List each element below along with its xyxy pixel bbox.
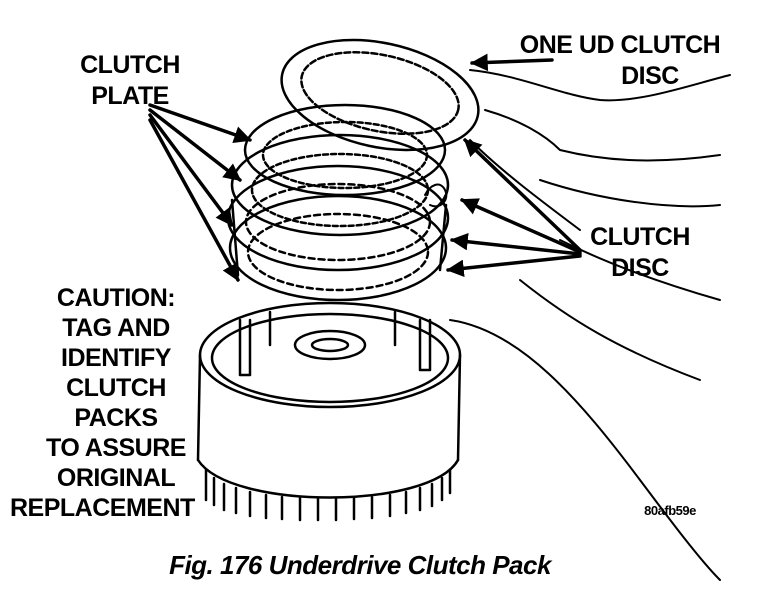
label-line: DISC xyxy=(621,62,679,90)
caution-line: IDENTIFY xyxy=(61,344,171,372)
figure-code: 80afb59e xyxy=(644,503,696,518)
clutch-disc-label: CLUTCH DISC xyxy=(570,222,710,284)
caution-line: PACKS xyxy=(74,404,158,432)
label-line: CLUTCH xyxy=(80,51,180,79)
arrow-clutch-disc-2 xyxy=(460,198,582,254)
arrow-clutch-disc-4 xyxy=(446,254,582,278)
caution-line: CAUTION: xyxy=(56,284,176,312)
arrow-clutch-disc-1 xyxy=(463,138,582,252)
caution-line: TO ASSURE xyxy=(46,434,186,462)
caution-line: TAG AND xyxy=(62,314,170,342)
ud-clutch-disc xyxy=(280,38,480,152)
clutch-stack xyxy=(226,103,450,302)
callout-arrows xyxy=(148,53,582,282)
one-ud-clutch-disc-label: ONE UD CLUTCH DISC xyxy=(470,30,768,92)
clutch-drum xyxy=(196,301,462,522)
caution-line: REPLACEMENT xyxy=(10,494,195,522)
arrow-one-ud-disc xyxy=(470,53,554,72)
caution-line: ORIGINAL xyxy=(56,464,176,492)
label-line: CLUTCH xyxy=(590,223,690,251)
arrow-clutch-plate-4 xyxy=(148,118,240,282)
arrow-clutch-plate-3 xyxy=(148,113,234,227)
arrow-clutch-plate-2 xyxy=(148,108,242,182)
caution-line: CLUTCH xyxy=(66,374,166,402)
clutch-plate-label: CLUTCH PLATE xyxy=(60,50,200,112)
label-line: PLATE xyxy=(91,82,169,110)
arrow-clutch-plate-1 xyxy=(148,103,252,144)
caution-note: CAUTION: TAG AND IDENTIFY CLUTCH PACKS T… xyxy=(0,283,232,523)
label-line: ONE UD CLUTCH xyxy=(519,31,721,59)
label-line: DISC xyxy=(611,254,669,282)
arrow-clutch-disc-3 xyxy=(450,233,582,256)
figure-caption: Fig. 176 Underdrive Clutch Pack xyxy=(169,550,551,580)
